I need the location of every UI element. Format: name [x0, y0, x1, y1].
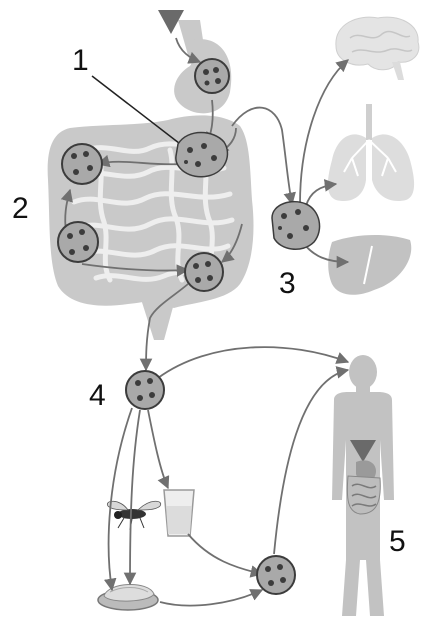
stage-label-3: 3 — [279, 269, 296, 299]
cyst-icon — [185, 253, 223, 291]
arrow-feces-to-glass — [148, 410, 168, 488]
arrow-glass-to-cyst — [188, 534, 262, 574]
cyst-icon — [257, 556, 295, 594]
food-plate-icon — [98, 584, 158, 610]
cyst-icon — [58, 222, 98, 262]
water-glass-icon — [164, 490, 194, 536]
stage-label-2: 2 — [12, 194, 29, 224]
liver-icon — [328, 235, 411, 295]
arrow-feces-to-fly — [130, 410, 140, 584]
arrow-feces-to-plate — [109, 408, 132, 590]
arrow-plate-to-cyst — [160, 590, 262, 606]
cyst-icon — [176, 133, 228, 177]
fly-icon — [107, 501, 160, 530]
rectum — [140, 296, 176, 340]
stage-label-5: 5 — [389, 527, 406, 557]
cyst-icon — [62, 144, 102, 184]
cyst-icon — [195, 59, 229, 93]
lungs-icon — [328, 104, 414, 201]
stage-label-4: 4 — [89, 381, 106, 411]
brain-icon — [336, 17, 419, 80]
stage-label-1: 1 — [72, 46, 89, 76]
cyst-icon — [126, 371, 164, 409]
cyst-icon — [272, 202, 320, 250]
arrow-feces-to-human-top — [158, 347, 348, 378]
